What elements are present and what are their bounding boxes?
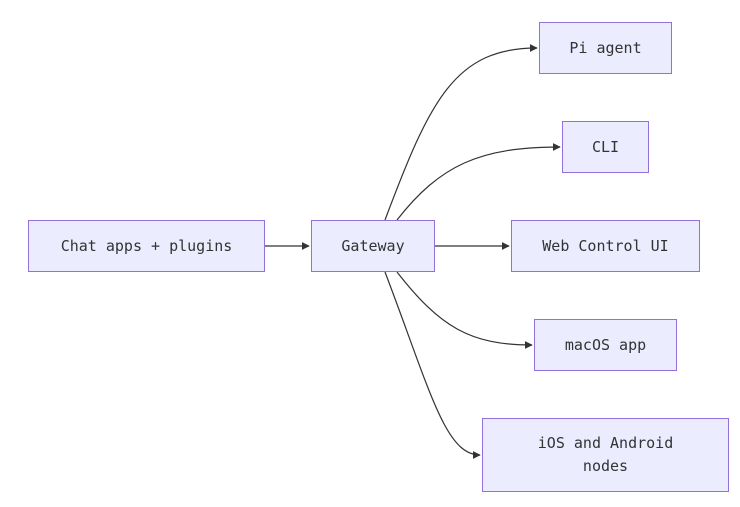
node-ios-android-nodes: iOS and Android nodes <box>482 418 729 492</box>
edge-gateway-to-cli <box>396 143 561 221</box>
node-pi-agent: Pi agent <box>539 22 672 74</box>
edge-gateway-to-pi-agent <box>384 44 538 221</box>
edge-gateway-to-ios-android-nodes <box>384 271 481 459</box>
node-macos-app: macOS app <box>534 319 677 371</box>
edge-gateway-to-macos-app <box>396 271 533 349</box>
node-gateway: Gateway <box>311 220 435 272</box>
node-web-control-ui: Web Control UI <box>511 220 700 272</box>
node-chat-apps-plugins: Chat apps + plugins <box>28 220 265 272</box>
node-cli: CLI <box>562 121 649 173</box>
